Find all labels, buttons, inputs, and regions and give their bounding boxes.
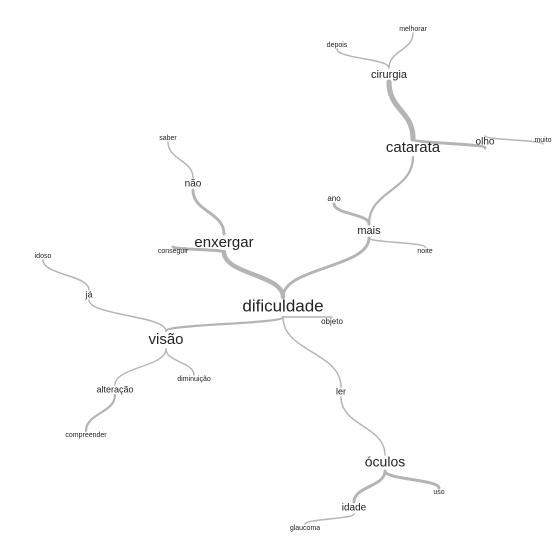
edge-layer: [42, 32, 544, 525]
edge-enxergar-conseguir: [171, 245, 226, 254]
word-compreender: compreender: [65, 432, 107, 439]
word-oculos: óculos: [365, 454, 405, 470]
edge-ler-oculos: [340, 396, 386, 456]
word-noite: noite: [417, 248, 432, 255]
edge-nao-saber: [167, 141, 194, 179]
edge-visao-ja: [88, 299, 167, 332]
edge-visao-alteracao: [114, 348, 167, 386]
edge-catarata-olho: [411, 137, 487, 150]
word-ja: já: [84, 289, 92, 299]
edge-mais-ano: [332, 202, 371, 226]
edge-enxergar-nao: [191, 188, 226, 236]
edge-mais-catarata: [367, 155, 415, 226]
word-melhorar: melhorar: [399, 26, 427, 33]
word-objeto: objeto: [321, 317, 343, 326]
edge-visao-diminuicao: [165, 348, 195, 376]
word-mais: mais: [357, 225, 381, 237]
edge-oculos-idade: [352, 469, 387, 504]
word-ler: ler: [336, 386, 346, 396]
word-glaucoma: glaucoma: [290, 525, 320, 532]
word-ano: ano: [327, 194, 341, 203]
word-depois: depois: [327, 42, 348, 49]
word-enxergar: enxergar: [194, 234, 253, 251]
word-alteracao: alteração: [96, 384, 133, 394]
word-olho: olho: [476, 137, 495, 148]
word-layer: dificuldade enxergar visão catarata óculos ma…: [35, 26, 552, 532]
edge-cirurgia-melhorar: [388, 32, 414, 69]
edge-alteracao-compreender: [84, 393, 117, 433]
word-idoso: idoso: [35, 253, 52, 260]
word-dificuldade: dificuldade: [242, 296, 323, 315]
edge-dificuldade-visao: [164, 315, 285, 333]
edge-oculos-uso: [383, 469, 441, 490]
edge-catarata-cirurgia: [386, 79, 416, 142]
word-nao: não: [185, 179, 202, 190]
word-diminuicao: diminuição: [177, 376, 211, 383]
edge-idade-glaucoma: [304, 513, 355, 525]
edge-olho-muito: [484, 135, 544, 145]
edge-ja-idoso: [42, 259, 90, 291]
word-conseguir: conseguir: [158, 248, 189, 255]
word-saber: saber: [159, 135, 177, 142]
word-cirurgia: cirurgia: [371, 69, 408, 81]
word-catarata: catarata: [386, 139, 441, 156]
word-muito: muito: [534, 137, 551, 144]
edge-cirurgia-depois: [336, 48, 390, 69]
edge-dificuldade-enxergar: [221, 249, 286, 300]
edge-dificuldade-mais: [281, 236, 371, 299]
edge-dificuldade-ler: [282, 316, 342, 388]
edge-mais-noite: [368, 237, 426, 248]
word-idade: idade: [342, 503, 367, 514]
word-uso: uso: [433, 489, 444, 496]
word-visao: visão: [148, 331, 183, 348]
